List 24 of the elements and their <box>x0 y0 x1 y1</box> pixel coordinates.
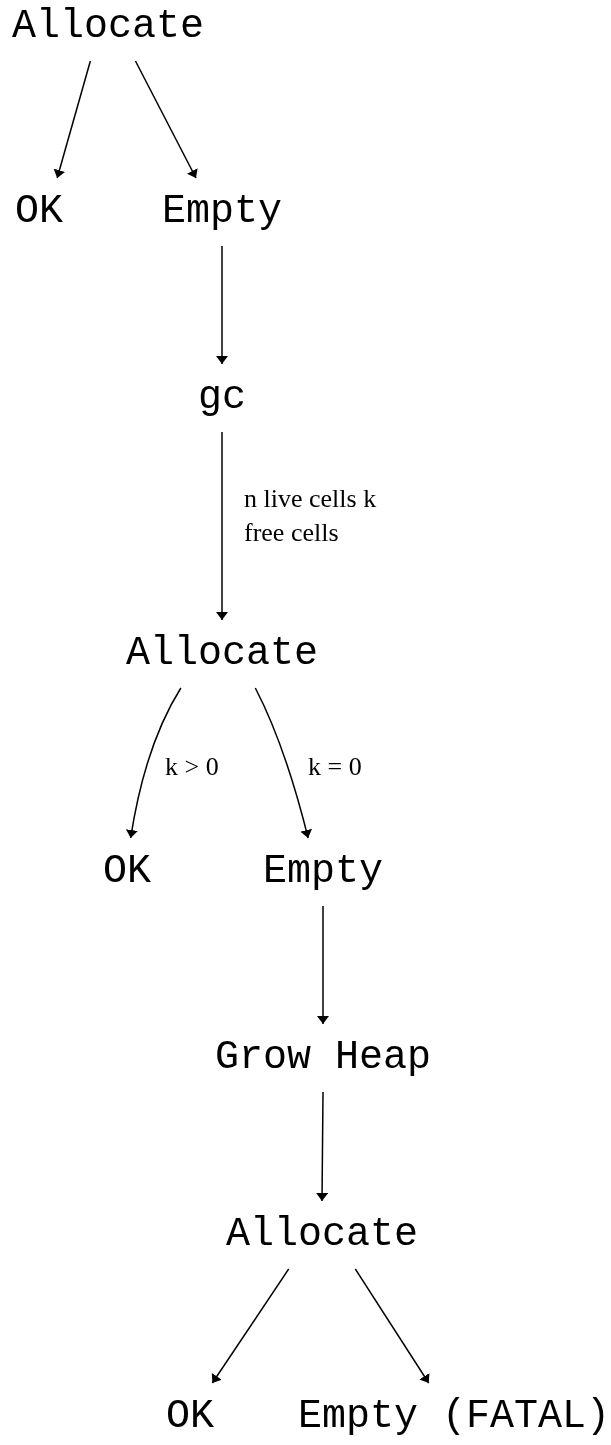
arrow <box>318 1091 327 1202</box>
arrow <box>218 431 226 621</box>
arrow <box>134 60 197 179</box>
arrow <box>55 60 92 179</box>
state-label: OK <box>164 1383 216 1445</box>
state-label: Grow Heap <box>213 1024 433 1092</box>
arrow <box>128 687 182 839</box>
edge-label: n live cells k free cells <box>244 483 378 549</box>
state-label: Empty <box>261 838 385 906</box>
edge-label: k > 0 <box>165 751 220 783</box>
state-label: Allocate <box>224 1201 420 1269</box>
state-label: Allocate <box>10 0 206 61</box>
arrow <box>319 905 327 1025</box>
arrow <box>354 1268 430 1384</box>
state-label: Allocate <box>124 620 320 688</box>
state-label: OK <box>13 178 65 246</box>
arrow <box>211 1268 290 1384</box>
state-label: gc <box>196 364 248 432</box>
edge-label: k = 0 <box>308 751 363 783</box>
state-label: Empty <box>160 178 284 246</box>
arrow <box>254 687 310 839</box>
state-label: OK <box>101 838 153 906</box>
arrow <box>218 245 226 365</box>
state-label: Empty (FATAL) <box>295 1383 611 1445</box>
